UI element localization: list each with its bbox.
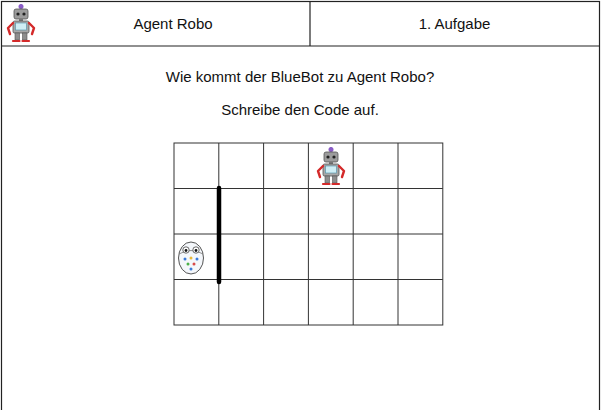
header-divider <box>309 2 310 47</box>
header-text: Agent Robo <box>133 15 212 33</box>
wall <box>217 188 222 282</box>
instruction-text: Schreibe den Code auf. <box>100 101 500 119</box>
header-cell: Agent Robo <box>36 2 310 46</box>
header-cell: 1. Aufgabe <box>310 2 599 46</box>
header-line <box>2 45 600 46</box>
play-grid <box>174 143 443 325</box>
bluebot-figure <box>179 242 204 274</box>
header-robot-icon <box>8 4 34 41</box>
instruction-text: Wie kommt der BlueBot zu Agent Robo? <box>100 68 500 86</box>
agent-robo-figure <box>318 147 344 184</box>
header-text: 1. Aufgabe <box>419 15 491 33</box>
